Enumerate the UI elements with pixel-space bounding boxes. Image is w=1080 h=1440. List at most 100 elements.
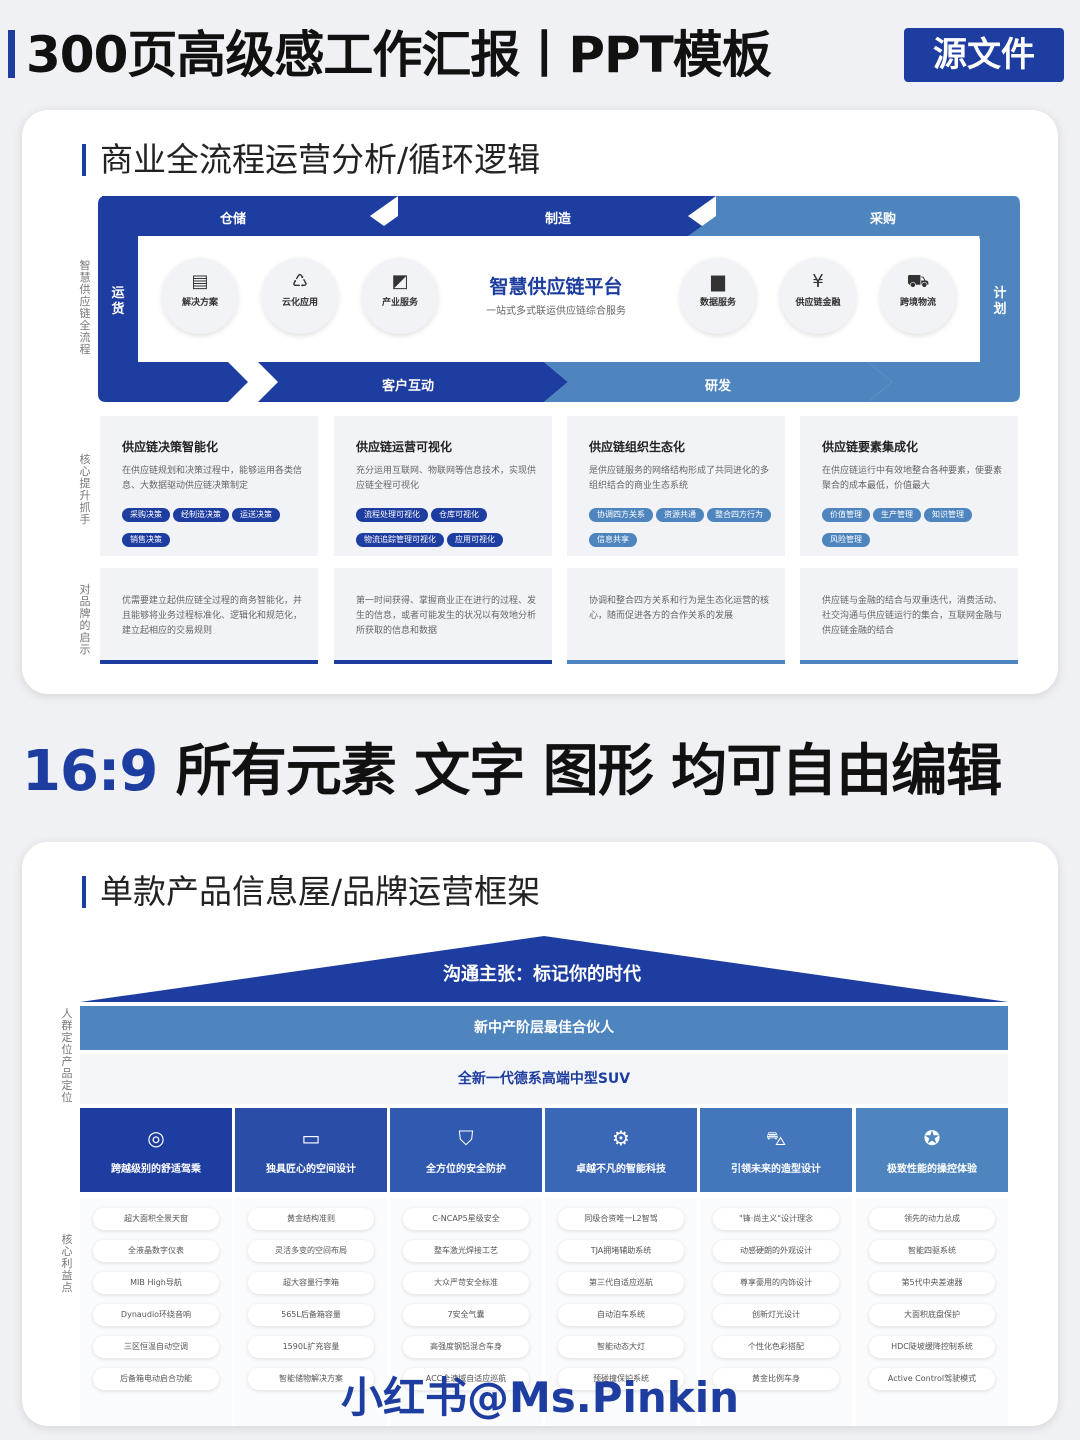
- engine-icon: ✪: [923, 1126, 941, 1150]
- list-item: 智能动态大灯: [558, 1336, 684, 1358]
- editable-headline: 16:9 所有元素 文字 图形 均可自由编辑: [22, 736, 1062, 808]
- pillar-column-safety: C-NCAP5星级安全 整车激光焊接工艺 大众严苛安全标准 7安全气囊 高强度钢…: [390, 1198, 542, 1426]
- list-item: 同级合资唯一L2智驾: [558, 1208, 684, 1230]
- circle-data: ▆数据服务: [680, 258, 756, 334]
- steering-wheel-icon: ◎: [147, 1126, 165, 1150]
- loop-segment-transport: [98, 196, 138, 362]
- solution-icon: ▤: [191, 271, 209, 292]
- list-item: C-NCAP5星级安全: [403, 1208, 529, 1230]
- list-item: 整车激光焊接工艺: [403, 1240, 529, 1262]
- list-item: 黄金结构准则: [248, 1208, 374, 1230]
- list-item: 第5代中央差速器: [869, 1272, 995, 1294]
- headline-title: 300页高级感工作汇报丨PPT模板: [26, 26, 772, 84]
- info-box-visual: 供应链运营可视化 充分运用互联网、物联网等信息技术，实现供应链全程可视化 流程处…: [334, 416, 552, 556]
- loop-label-manufacture: 制造: [544, 212, 571, 227]
- pillar-column-space: 黄金结构准则 灵活多变的空间布局 超大容量行李箱 565L后备箱容量 1590L…: [235, 1198, 387, 1426]
- loop-segment-purchase: [688, 196, 1020, 236]
- slide-title: 商业全流程运营分析/循环逻辑: [100, 140, 541, 179]
- truck-icon: ⛟: [906, 271, 930, 292]
- pillar-comfort: ◎跨越级别的舒适驾乘: [80, 1108, 232, 1192]
- circle-logistics: ⛟跨境物流: [880, 258, 956, 334]
- loop-segment-rnd: [544, 362, 892, 402]
- pillar-performance: ✪极致性能的操控体验: [856, 1108, 1008, 1192]
- cloud-app-icon: ♺: [291, 271, 309, 292]
- screen-icon: ▭: [301, 1126, 321, 1150]
- circle-finance: ¥供应链金融: [780, 258, 856, 334]
- slide-title-bar: [82, 144, 86, 176]
- car-icon: ⛍: [765, 1126, 787, 1150]
- row-label-people: 人群定位: [61, 1007, 73, 1056]
- list-item: 超大面积全景天窗: [93, 1208, 219, 1230]
- slide-product-house: 单款产品信息屋/品牌运营框架 沟通主张：标记你的时代 人群定位 产品定位 核心利…: [22, 842, 1058, 1426]
- slide-title: 单款产品信息屋/品牌运营框架: [100, 872, 541, 911]
- list-item: 第三代自适应巡航: [558, 1272, 684, 1294]
- pillar-design: ⛍引领未来的造型设计: [700, 1108, 852, 1192]
- circle-industry: ◩产业服务: [362, 258, 438, 334]
- loop-label-warehouse: 仓储: [219, 212, 246, 227]
- headline: 300页高级感工作汇报丨PPT模板 源文件: [8, 22, 1072, 92]
- list-item: ACC全速域自适应巡航: [403, 1368, 529, 1390]
- list-item: MIB High导航: [93, 1272, 219, 1294]
- pillar-column-comfort: 超大面积全景天窗 全液晶数字仪表 MIB High导航 Dynaudio环绕音响…: [80, 1198, 232, 1426]
- loop-label-plan: 计划: [993, 286, 1007, 317]
- loop-shapes: [98, 196, 1020, 402]
- list-item: 动感硬朗的外观设计: [713, 1240, 839, 1262]
- editable-text: 所有元素 文字 图形 均可自由编辑: [157, 739, 1002, 804]
- hint-box-2: 第一时间获得、掌握商业正在进行的过程、发生的信息，或者可能发生的状况以有效地分析…: [334, 568, 552, 664]
- platform-subtitle: 一站式多式联运供应链综合服务: [486, 306, 626, 317]
- pillar-tech: ⚙卓越不凡的智能科技: [545, 1108, 697, 1192]
- loop-label-purchase: 采购: [869, 212, 896, 227]
- yen-icon: ¥: [812, 271, 824, 292]
- row-label-product: 产品定位: [61, 1055, 73, 1104]
- loop-label-transport: 运货: [111, 286, 125, 317]
- list-item: 1590L扩充容量: [248, 1336, 374, 1358]
- band-target-people: 新中产阶层最佳合伙人: [80, 1006, 1008, 1050]
- loop-label-rnd: 研发: [704, 379, 731, 394]
- aspect-ratio-text: 16:9: [22, 739, 158, 804]
- hint-box-1: 优需要建立起供应链全过程的商务智能化，并且能够将业务过程标准化、逻辑化和规范化，…: [100, 568, 318, 664]
- list-item: 预碰撞保护系统: [558, 1368, 684, 1390]
- list-item: "锋·尚主义"设计理念: [713, 1208, 839, 1230]
- list-item: 智能四驱系统: [869, 1240, 995, 1262]
- list-item: TJA拥堵辅助系统: [558, 1240, 684, 1262]
- loop-segment-plan: [980, 236, 1020, 402]
- list-item: 超大容量行李箱: [248, 1272, 374, 1294]
- row-label-benefit: 核心利益点: [61, 1233, 73, 1294]
- info-box-ecology: 供应链组织生态化 是供应链服务的网络结构形成了共同进化的多组织结合的商业生态系统…: [567, 416, 785, 556]
- pillar-column-design: "锋·尚主义"设计理念 动感硬朗的外观设计 尊享豪用的内饰设计 创新灯光设计 个…: [700, 1198, 852, 1426]
- list-item: 大面积底盘保护: [869, 1304, 995, 1326]
- list-item: 565L后备箱容量: [248, 1304, 374, 1326]
- pillar-column-tech: 同级合资唯一L2智驾 TJA拥堵辅助系统 第三代自适应巡航 自动泊车系统 智能动…: [545, 1198, 697, 1426]
- watermark: 小红书@Ms.Pinkin: [340, 1373, 740, 1422]
- slide-supply-chain: 商业全流程运营分析/循环逻辑 智慧供应链全流程 核心提升抓手 对品牌的启示 仓储…: [22, 110, 1058, 694]
- list-item: HDC陡坡缓降控制系统: [869, 1336, 995, 1358]
- pillar-column-performance: 领先的动力总成 智能四驱系统 第5代中央差速器 大面积底盘保护 HDC陡坡缓降控…: [856, 1198, 1008, 1426]
- list-item: 黄金比例车身: [713, 1368, 839, 1390]
- list-item: 自动泊车系统: [558, 1304, 684, 1326]
- house-roof: [80, 936, 1008, 1002]
- industry-service-icon: ◩: [391, 271, 409, 292]
- tech-gear-icon: ⚙: [612, 1126, 630, 1150]
- loop-segment-warehouse: [102, 196, 398, 236]
- band-product-position: 全新一代德系高端中型SUV: [80, 1054, 1008, 1104]
- circle-cloud: ♺云化应用: [262, 258, 338, 334]
- list-item: 尊享豪用的内饰设计: [713, 1272, 839, 1294]
- row-label-core: 核心提升抓手: [79, 453, 91, 526]
- list-item: 创新灯光设计: [713, 1304, 839, 1326]
- list-item: Dynaudio环绕音响: [93, 1304, 219, 1326]
- list-item: 智能储物解决方案: [248, 1368, 374, 1390]
- data-service-icon: ▆: [711, 271, 725, 292]
- hint-box-4: 供应链与金融的结合与双重迭代，消费活动、社交沟通与供应链运行的集合，互联网金融与…: [800, 568, 1018, 664]
- list-item: 高强度钢铝混合车身: [403, 1336, 529, 1358]
- shield-icon: ⛉: [458, 1126, 474, 1150]
- platform-title: 智慧供应链平台: [489, 276, 623, 298]
- pillar-safety: ⛉全方位的安全防护: [390, 1108, 542, 1192]
- list-item: 后备箱电动启合功能: [93, 1368, 219, 1390]
- roof-label: 沟通主张：标记你的时代: [443, 964, 641, 985]
- headline-accent-bar: [8, 30, 15, 78]
- list-item: 三区恒温自动空调: [93, 1336, 219, 1358]
- list-item: 全液晶数字仪表: [93, 1240, 219, 1262]
- slide-title-bar: [82, 876, 86, 908]
- loop-diagram: 仓储 制造 采购 客户互动 研发 运货 计划 ▤解决方案 ♺云化应用 ◩产业服务…: [98, 196, 1020, 402]
- pillar-space: ▭独具匠心的空间设计: [235, 1108, 387, 1192]
